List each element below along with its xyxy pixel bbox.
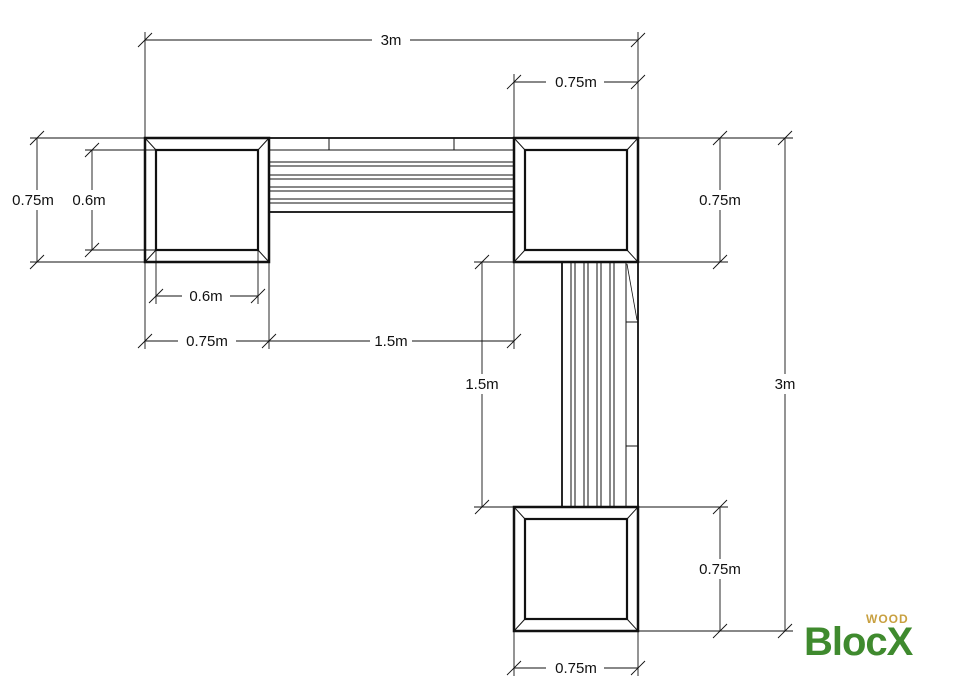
bench-top xyxy=(268,137,515,213)
bench-right xyxy=(561,261,639,508)
planter-top-right xyxy=(512,136,640,264)
logo-main-text: BlocX xyxy=(804,620,913,664)
woodblocx-logo: WOOD BlocX xyxy=(804,612,944,672)
label-right-bench-length: 1.5m xyxy=(465,376,498,393)
label-bottom-height: 0.75m xyxy=(699,561,741,578)
label-right-total: 3m xyxy=(775,376,796,393)
label-bottom-width: 0.75m xyxy=(555,660,597,677)
label-left-inner-height: 0.6m xyxy=(72,192,105,209)
label-top-right-height: 0.75m xyxy=(699,192,741,209)
logo-wood-text: WOOD xyxy=(866,612,909,626)
planter-top-left xyxy=(143,136,271,264)
label-top-bench-length: 1.5m xyxy=(374,333,407,350)
planter-bottom xyxy=(512,505,640,633)
label-left-outer-width: 0.75m xyxy=(186,333,228,350)
label-left-outer-height: 0.75m xyxy=(12,192,54,209)
label-top-total: 3m xyxy=(381,32,402,49)
label-top-right-width: 0.75m xyxy=(555,74,597,91)
label-left-inner-width: 0.6m xyxy=(189,288,222,305)
